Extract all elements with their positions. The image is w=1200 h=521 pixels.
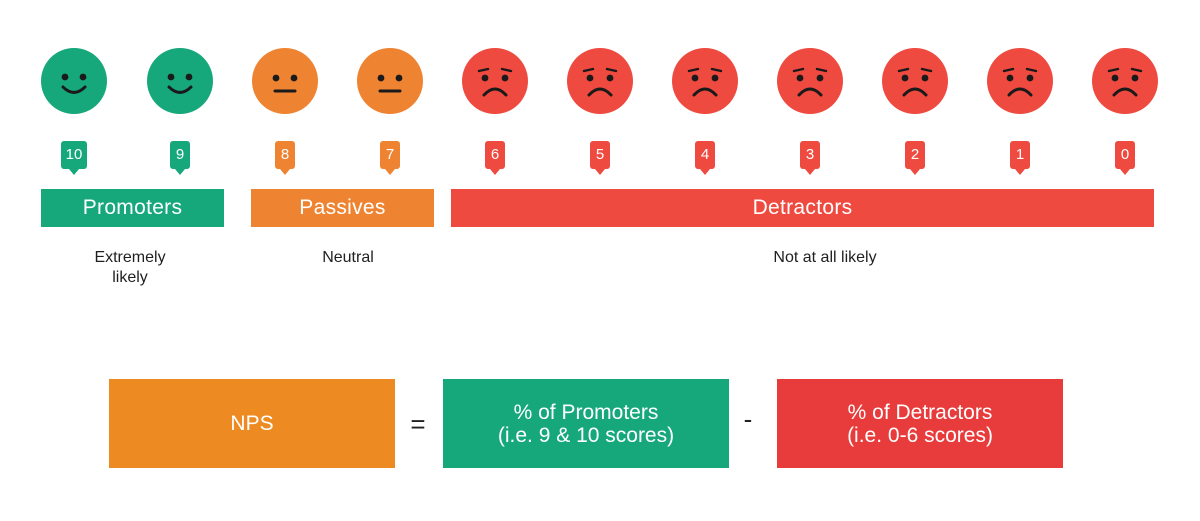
sad-face-icon: [462, 48, 528, 114]
nps-label: NPS: [230, 412, 274, 435]
score-tag: 4: [695, 141, 715, 175]
passives-band: Passives: [251, 189, 434, 227]
detractors-caption: Not at all likely: [773, 249, 877, 266]
score-value: 2: [910, 146, 920, 163]
sad-face-icon: [672, 48, 738, 114]
promoters-band: Promoters: [41, 189, 224, 227]
minus-sign: -: [743, 404, 753, 434]
score-tag: 3: [800, 141, 820, 175]
score-tag: 9: [170, 141, 190, 175]
score-tag: 7: [380, 141, 400, 175]
score-tag: 2: [905, 141, 925, 175]
sad-face-icon: [567, 48, 633, 114]
score-value: 0: [1120, 146, 1130, 163]
sad-face-icon: [777, 48, 843, 114]
passives-label: Passives: [299, 196, 386, 219]
score-value: 9: [175, 146, 185, 163]
score-tag: 0: [1115, 141, 1135, 175]
score-tag: 1: [1010, 141, 1030, 175]
score-value: 6: [490, 146, 500, 163]
neutral-face-icon: [252, 48, 318, 114]
promoters-label: Promoters: [82, 196, 183, 219]
score-value: 7: [385, 146, 395, 163]
score-value: 8: [280, 146, 290, 163]
detractors-percent-text: % of Detractors (i.e. 0-6 scores): [847, 400, 993, 447]
nps-box: NPS: [109, 379, 395, 468]
promoters-percent-text: % of Promoters (i.e. 9 & 10 scores): [497, 400, 675, 447]
sad-face-icon: [987, 48, 1053, 114]
passives-caption: Neutral: [322, 249, 374, 266]
score-tag: 8: [275, 141, 295, 175]
equals-sign: =: [410, 409, 426, 439]
detractors-label: Detractors: [752, 196, 853, 219]
score-value: 4: [700, 146, 710, 163]
happy-face-icon: [147, 48, 213, 114]
score-tag: 6: [485, 141, 505, 175]
score-value: 1: [1015, 146, 1025, 163]
detractors-percent-box: % of Detractors (i.e. 0-6 scores): [777, 379, 1063, 468]
score-value: 10: [65, 146, 83, 163]
promoters-percent-box: % of Promoters (i.e. 9 & 10 scores): [443, 379, 729, 468]
score-value: 5: [595, 146, 605, 163]
sad-face-icon: [882, 48, 948, 114]
score-tag: 5: [590, 141, 610, 175]
happy-face-icon: [41, 48, 107, 114]
sad-face-icon: [1092, 48, 1158, 114]
score-value: 3: [805, 146, 815, 163]
detractors-band: Detractors: [451, 189, 1154, 227]
neutral-face-icon: [357, 48, 423, 114]
promoters-caption: Extremely likely: [94, 249, 166, 286]
score-tag: 10: [61, 141, 87, 175]
